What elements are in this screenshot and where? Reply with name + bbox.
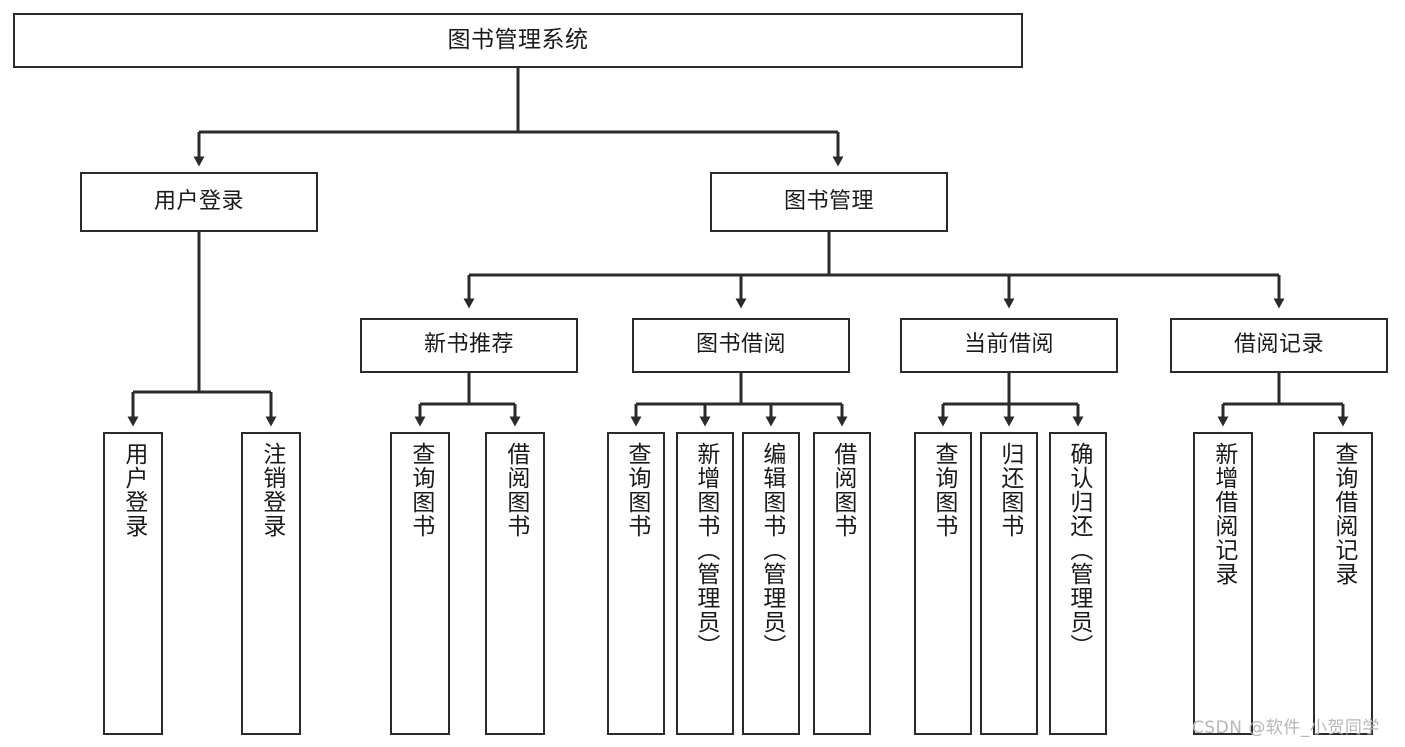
leaf-newbooks-borrow-book[interactable]: 借阅图书 xyxy=(485,432,545,735)
leaf-records-add-record[interactable]: 新增借阅记录 xyxy=(1193,432,1253,735)
csdn-watermark: CSDN @软件_小贺同学 xyxy=(1192,718,1380,738)
node-label: 借阅记录 xyxy=(1233,332,1324,358)
leaf-borrow-add-book-admin[interactable]: 新增图书（管理员） xyxy=(676,432,734,735)
node-label: 归还图书 xyxy=(996,442,1023,538)
node-root[interactable]: 图书管理系统 xyxy=(13,13,1023,68)
node-label: 借阅图书 xyxy=(829,442,856,538)
leaf-borrow-borrow-book[interactable]: 借阅图书 xyxy=(813,432,871,735)
node-label: 新增借阅记录 xyxy=(1210,442,1237,586)
leaf-current-query-book[interactable]: 查询图书 xyxy=(914,432,972,735)
node-new-book-recommend[interactable]: 新书推荐 xyxy=(360,318,578,373)
leaf-login-logout[interactable]: 注销登录 xyxy=(241,432,301,735)
leaf-login-user-login[interactable]: 用户登录 xyxy=(103,432,163,735)
node-label: 用户登录 xyxy=(120,442,147,538)
node-label: 查询借阅记录 xyxy=(1330,442,1357,586)
node-label: 用户登录 xyxy=(153,188,244,214)
node-label: 图书管理 xyxy=(783,188,874,214)
leaf-current-return-book[interactable]: 归还图书 xyxy=(980,432,1038,735)
node-current-borrow[interactable]: 当前借阅 xyxy=(900,318,1118,373)
node-label: 当前借阅 xyxy=(963,332,1054,358)
node-label: 编辑图书（管理员） xyxy=(758,442,785,658)
node-label: 确认归还（管理员） xyxy=(1065,442,1092,658)
leaf-records-query-record[interactable]: 查询借阅记录 xyxy=(1313,432,1373,735)
leaf-current-confirm-return-admin[interactable]: 确认归还（管理员） xyxy=(1049,432,1107,735)
node-book-borrow[interactable]: 图书借阅 xyxy=(632,318,850,373)
node-user-login[interactable]: 用户登录 xyxy=(80,172,318,232)
leaf-newbooks-query-book[interactable]: 查询图书 xyxy=(390,432,450,735)
node-label: 新增图书（管理员） xyxy=(692,442,719,658)
node-label: 新书推荐 xyxy=(423,332,514,358)
node-borrow-records[interactable]: 借阅记录 xyxy=(1170,318,1388,373)
node-label: 注销登录 xyxy=(258,442,285,538)
leaf-borrow-edit-book-admin[interactable]: 编辑图书（管理员） xyxy=(742,432,800,735)
node-label: 查询图书 xyxy=(407,442,434,538)
node-label: 查询图书 xyxy=(623,442,650,538)
leaf-borrow-query-book[interactable]: 查询图书 xyxy=(607,432,665,735)
node-label: 图书借阅 xyxy=(695,332,786,358)
node-label: 查询图书 xyxy=(930,442,957,538)
node-label: 借阅图书 xyxy=(502,442,529,538)
node-label: 图书管理系统 xyxy=(447,26,589,53)
node-book-management[interactable]: 图书管理 xyxy=(710,172,948,232)
